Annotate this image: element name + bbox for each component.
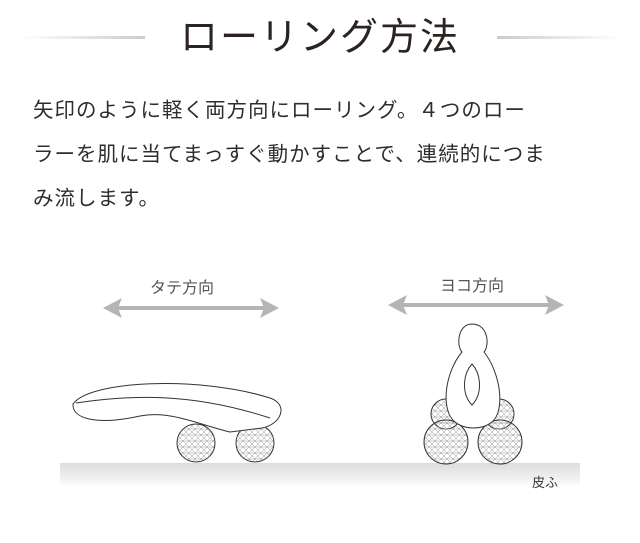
skin-label: 皮ふ: [532, 476, 559, 491]
horizontal-arrow-icon: [388, 295, 564, 315]
roller-side-view-icon: [72, 383, 282, 463]
title-rule-right: [497, 36, 622, 39]
horizontal-direction-label: ヨコ方向: [440, 276, 505, 295]
vertical-direction-label: タテ方向: [150, 278, 215, 297]
vertical-arrow-icon: [103, 298, 279, 318]
description-line: ラーを肌に当てまっすぐ動かすことで、連続的につま: [33, 142, 546, 166]
description-line: み流します。: [33, 186, 160, 210]
page-title: ローリング方法: [179, 15, 460, 59]
skin-surface: [60, 463, 580, 485]
description-line: 矢印のように軽く両方向にローリング。４つのロー: [33, 98, 526, 122]
description: 矢印のように軽く両方向にローリング。４つのロー ラーを肌に当てまっすぐ動かすこと…: [33, 88, 613, 220]
roller-front-view-icon: [423, 323, 523, 465]
title-rule-left: [20, 36, 145, 39]
